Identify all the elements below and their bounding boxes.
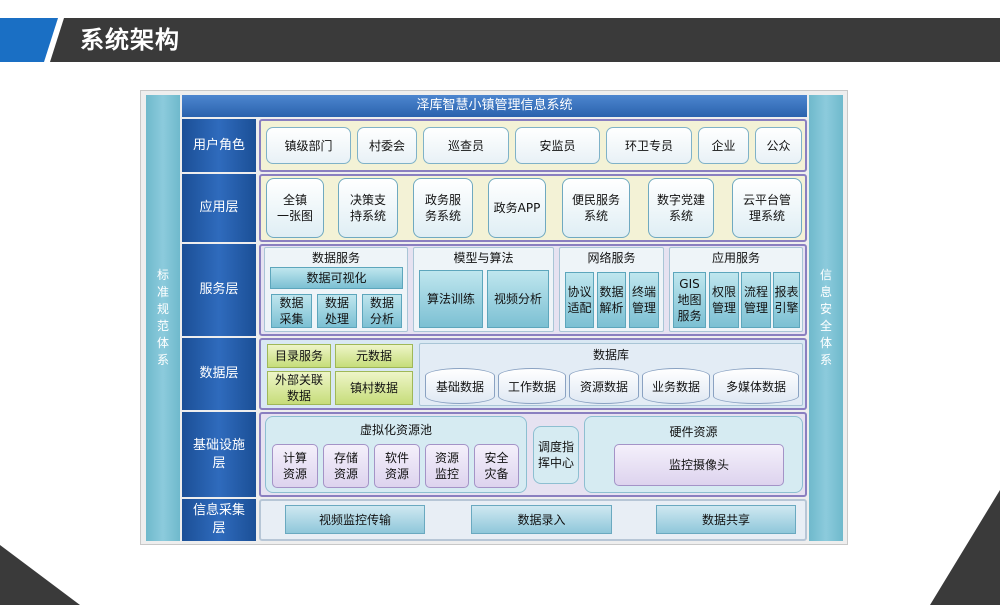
db-work-data: 工作数据 bbox=[498, 368, 566, 404]
db-multimedia-data: 多媒体数据 bbox=[713, 368, 799, 404]
report-engine: 报表引擎 bbox=[773, 272, 800, 328]
app-party-building: 数字党建系统 bbox=[648, 178, 714, 238]
db-basic-data: 基础数据 bbox=[425, 368, 495, 404]
compute-resource: 计算资源 bbox=[272, 444, 318, 488]
security-system-bar: 信息安全体系 bbox=[809, 95, 843, 541]
dispatch-command-center: 调度指挥中心 bbox=[533, 426, 579, 484]
app-service-title: 应用服务 bbox=[711, 251, 760, 265]
data-sharing: 数据共享 bbox=[656, 505, 796, 534]
role-inspector: 巡查员 bbox=[423, 127, 509, 164]
system-title-bar: 泽库智慧小镇管理信息系统 bbox=[182, 95, 807, 117]
network-service-title: 网络服务 bbox=[587, 251, 636, 265]
database-title: 数据库 bbox=[592, 348, 629, 362]
data-parsing: 数据解析 bbox=[597, 272, 626, 328]
external-linked-data: 外部关联数据 bbox=[267, 371, 331, 405]
security-system-label: 信息安全体系 bbox=[819, 268, 832, 367]
layer-label-infra: 基础设施层 bbox=[182, 412, 256, 497]
resource-monitoring: 资源监控 bbox=[425, 444, 469, 488]
protocol-adapter: 协议适配 bbox=[565, 272, 594, 328]
page-title: 系统架构 bbox=[80, 26, 180, 54]
catalog-service: 目录服务 bbox=[267, 344, 331, 368]
algorithm-training: 算法训练 bbox=[419, 270, 483, 328]
video-transmission: 视频监控传输 bbox=[285, 505, 425, 534]
role-town-dept: 镇级部门 bbox=[266, 127, 351, 164]
data-collection: 数据采集 bbox=[271, 294, 312, 328]
corner-decoration-left bbox=[0, 545, 80, 605]
layer-label-service: 服务层 bbox=[182, 244, 256, 336]
software-resource: 软件资源 bbox=[374, 444, 420, 488]
role-safety-officer: 安监员 bbox=[515, 127, 600, 164]
surveillance-camera: 监控摄像头 bbox=[614, 444, 784, 486]
model-service-title: 模型与算法 bbox=[453, 251, 514, 265]
layer-label-collect: 信息采集层 bbox=[182, 499, 256, 541]
data-visualization: 数据可视化 bbox=[270, 267, 403, 289]
app-town-map: 全镇一张图 bbox=[266, 178, 324, 238]
corner-decoration-right bbox=[930, 490, 1000, 605]
app-decision-support: 决策支持系统 bbox=[338, 178, 398, 238]
workflow-management: 流程管理 bbox=[741, 272, 771, 328]
permission-management: 权限管理 bbox=[709, 272, 739, 328]
metadata: 元数据 bbox=[335, 344, 413, 368]
layer-label-user: 用户角色 bbox=[182, 119, 256, 172]
header-bar bbox=[0, 18, 1000, 62]
storage-resource: 存储资源 bbox=[323, 444, 369, 488]
layer-label-app: 应用层 bbox=[182, 174, 256, 242]
role-enterprise: 企业 bbox=[698, 127, 749, 164]
role-sanitation: 环卫专员 bbox=[606, 127, 692, 164]
layer-label-data: 数据层 bbox=[182, 338, 256, 410]
town-village-data: 镇村数据 bbox=[335, 371, 413, 405]
db-resource-data: 资源数据 bbox=[569, 368, 639, 404]
standards-system-bar: 标准规范体系 bbox=[146, 95, 180, 541]
role-village-committee: 村委会 bbox=[357, 127, 417, 164]
db-business-data: 业务数据 bbox=[642, 368, 710, 404]
data-entry: 数据录入 bbox=[471, 505, 612, 534]
standards-system-label: 标准规范体系 bbox=[156, 268, 169, 367]
virtual-pool-title: 虚拟化资源池 bbox=[359, 423, 432, 437]
video-analysis: 视频分析 bbox=[487, 270, 549, 328]
app-cloud-platform: 云平台管理系统 bbox=[732, 178, 802, 238]
data-processing: 数据处理 bbox=[317, 294, 357, 328]
role-public: 公众 bbox=[755, 127, 802, 164]
app-gov-service: 政务服务系统 bbox=[413, 178, 473, 238]
hardware-title: 硬件资源 bbox=[669, 425, 718, 439]
app-convenience: 便民服务系统 bbox=[562, 178, 630, 238]
security-backup: 安全灾备 bbox=[474, 444, 519, 488]
data-service-title: 数据服务 bbox=[311, 251, 360, 265]
terminal-management: 终端管理 bbox=[629, 272, 659, 328]
app-gov-app: 政务APP bbox=[488, 178, 546, 238]
data-analysis: 数据分析 bbox=[362, 294, 402, 328]
